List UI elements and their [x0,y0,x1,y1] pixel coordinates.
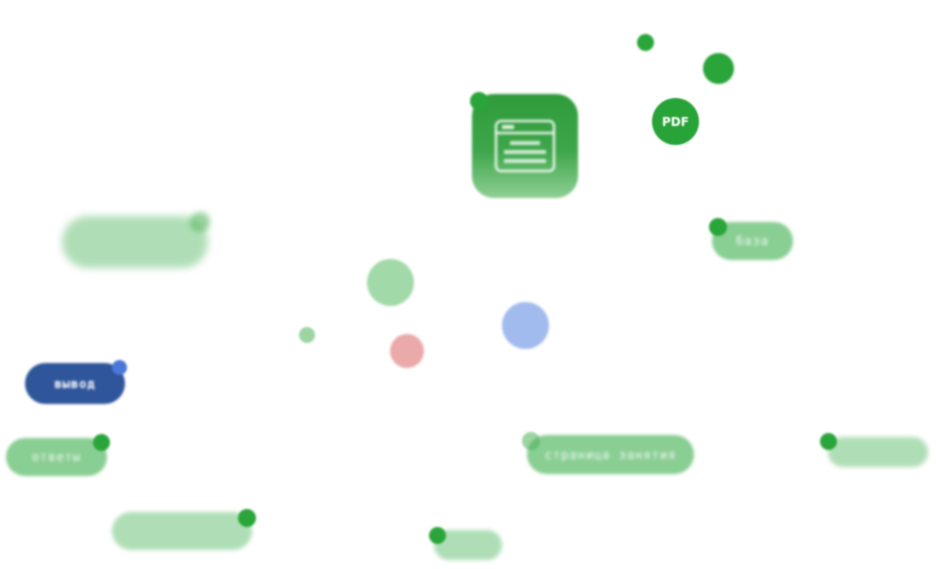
node-connector-dot [709,218,727,236]
node-connector-dot [112,360,127,375]
node-blurred-left[interactable] [62,216,208,268]
node-connector-dot [429,527,446,544]
app-tile[interactable] [472,94,578,198]
node-connector-dot [93,434,110,451]
floating-dot [703,53,734,84]
node-vyvod-label: вывод [54,376,96,391]
pdf-label: PDF [662,114,689,129]
node-stranica-zanyatiya[interactable]: страница занятия [527,435,694,474]
node-connector-dot [238,509,256,527]
node-otvety-label: ответы [31,450,82,464]
node-connector-dot [190,212,210,232]
floating-dot [637,34,654,51]
pdf-node[interactable]: PDF [652,98,699,145]
node-connector-dot [470,92,488,110]
node-blurred-bottom-left[interactable] [112,512,252,550]
blue-circle-node[interactable] [502,302,549,349]
node-blurred-right[interactable] [828,437,928,467]
node-stranica-zanyatiya-label: страница занятия [544,447,677,462]
green-circle-node[interactable] [367,259,414,306]
node-connector-dot [820,433,837,450]
floating-dot [299,327,315,343]
node-otvety[interactable]: ответы [6,438,107,476]
node-connector-dot [522,432,540,450]
red-circle-node[interactable] [390,334,424,368]
node-vyvod[interactable]: вывод [25,363,125,404]
node-baza-label: база [736,234,769,248]
browser-window-icon [494,119,556,173]
